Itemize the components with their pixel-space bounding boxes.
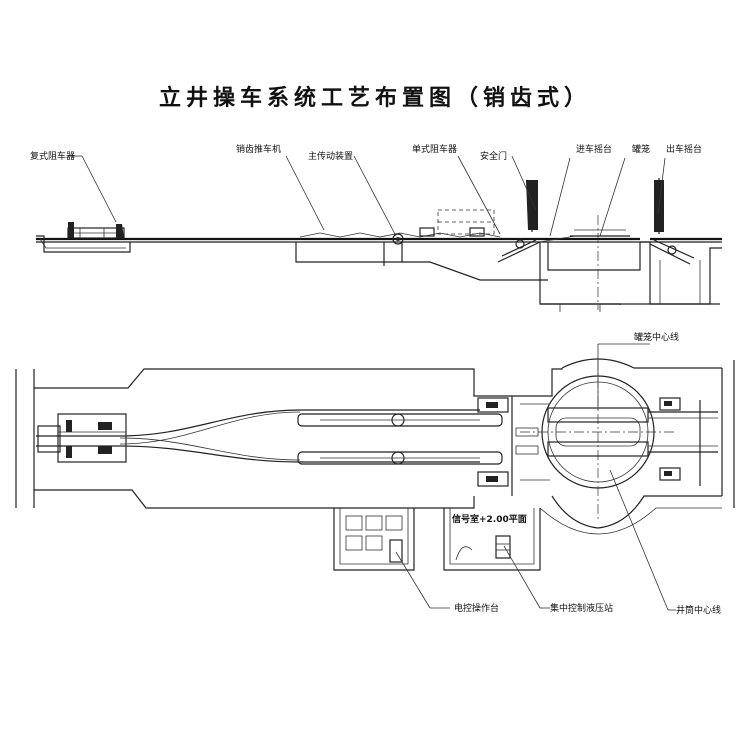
entry-platform-symbol [497,180,576,263]
label-entry-platform: 进车摇台 [576,143,612,155]
diagram-title: 立井操车系统工艺布置图（销齿式） [158,85,591,111]
label-signal-room: 信号室+2.00平面 [452,513,527,525]
label-main-drive: 主传动装置 [308,150,353,162]
double-stopper-plan [37,413,127,463]
label-cage-centerline: 罐笼中心线 [634,331,679,343]
label-control-console: 电控操作台 [454,602,499,614]
label-shaft-centerline: 井筒中心线 [676,604,721,616]
label-single-stopper: 单式阻车器 [412,143,457,155]
label-hydraulic-station: 集中控制液压站 [550,602,613,614]
elevation-view [36,155,722,312]
label-exit-platform: 出车摇台 [666,143,702,155]
label-safety-door: 安全门 [480,150,507,162]
label-double-stopper: 复式阻车器 [30,150,75,162]
label-pin-tooth-pusher: 销齿推车机 [236,143,281,155]
label-cage: 罐笼 [632,143,650,155]
double-stopper-symbol [67,222,125,239]
signal-room [443,508,541,571]
exit-platform-symbol [649,178,695,265]
control-room [333,508,415,571]
plan-view [15,343,735,611]
pin-tooth-pusher-symbol [299,227,501,245]
